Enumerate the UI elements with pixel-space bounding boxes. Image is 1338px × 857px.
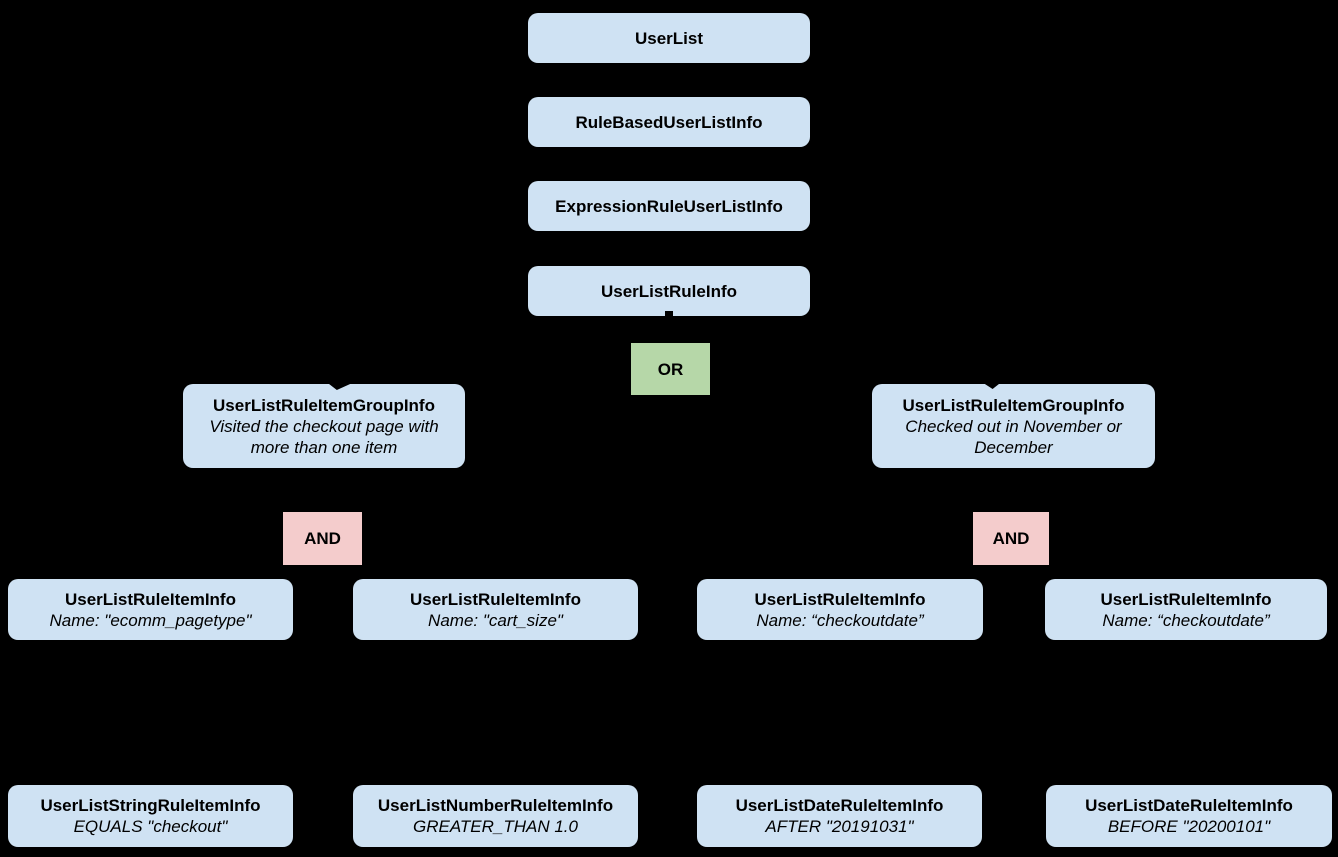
node-description: GREATER_THAN 1.0 (412, 817, 578, 836)
connector-line-stub (665, 311, 673, 316)
node-label: UserListRuleItemGroupInfo (213, 395, 435, 415)
node-label: UserListRuleInfo (600, 281, 738, 301)
node-description: Name: "ecomm_pagetype" (49, 610, 252, 630)
node-label: UserListRuleItemInfo (410, 589, 581, 609)
node-description: AFTER "20191031" (765, 817, 914, 836)
node-label: ExpressionRuleUserListInfo (555, 196, 783, 216)
node-rule-item-checkoutdate-2: UserListRuleItemInfo Name: “checkoutdate… (1045, 579, 1327, 640)
node-rule-item-checkoutdate-1: UserListRuleItemInfo Name: “checkoutdate… (697, 579, 983, 640)
node-user-list-rule-info: UserListRuleInfo (528, 266, 810, 316)
node-rule-item-group-left: UserListRuleItemGroupInfo Visited the ch… (183, 384, 465, 468)
node-label: UserListRuleItemGroupInfo (902, 395, 1125, 415)
node-and-operator-left: AND (283, 512, 362, 565)
node-rule-item-ecomm-pagetype: UserListRuleItemInfo Name: "ecomm_pagety… (8, 579, 293, 640)
node-rule-item-cart-size: UserListRuleItemInfo Name: "cart_size" (353, 579, 638, 640)
node-label: OR (657, 359, 684, 379)
node-label: UserListRuleItemInfo (1100, 589, 1272, 609)
node-label: AND (992, 529, 1030, 548)
node-rule-item-group-right: UserListRuleItemGroupInfo Checked out in… (872, 384, 1155, 468)
node-label: UserListRuleItemInfo (65, 589, 236, 609)
node-description: EQUALS "checkout" (73, 817, 228, 836)
node-date-rule-item-info-before: UserListDateRuleItemInfo BEFORE "2020010… (1046, 785, 1332, 847)
node-label: UserListDateRuleItemInfo (1085, 796, 1293, 815)
node-and-operator-right: AND (973, 512, 1049, 565)
node-date-rule-item-info-after: UserListDateRuleItemInfo AFTER "20191031… (697, 785, 982, 847)
node-number-rule-item-info: UserListNumberRuleItemInfo GREATER_THAN … (353, 785, 638, 847)
node-description: Name: “checkoutdate” (756, 610, 924, 630)
node-label: UserList (634, 28, 704, 48)
node-description: BEFORE "20200101" (1107, 817, 1271, 836)
node-or-operator: OR (631, 343, 710, 395)
node-label: AND (304, 529, 341, 548)
node-description: Name: “checkoutdate” (1102, 610, 1270, 630)
node-label: UserListDateRuleItemInfo (735, 796, 944, 815)
node-description: Visited the checkout page with more than… (209, 416, 439, 457)
node-label: UserListStringRuleItemInfo (40, 796, 261, 815)
node-label: UserListRuleItemInfo (754, 589, 926, 609)
node-label: UserListNumberRuleItemInfo (377, 796, 614, 815)
node-label: RuleBasedUserListInfo (575, 112, 763, 132)
node-description: Name: "cart_size" (428, 610, 563, 630)
node-rule-based-user-list-info: RuleBasedUserListInfo (528, 97, 810, 147)
node-string-rule-item-info: UserListStringRuleItemInfo EQUALS "check… (8, 785, 293, 847)
node-user-list: UserList (528, 13, 810, 63)
node-expression-rule-user-list-info: ExpressionRuleUserListInfo (528, 181, 810, 231)
node-description: Checked out in November or December (905, 416, 1122, 457)
